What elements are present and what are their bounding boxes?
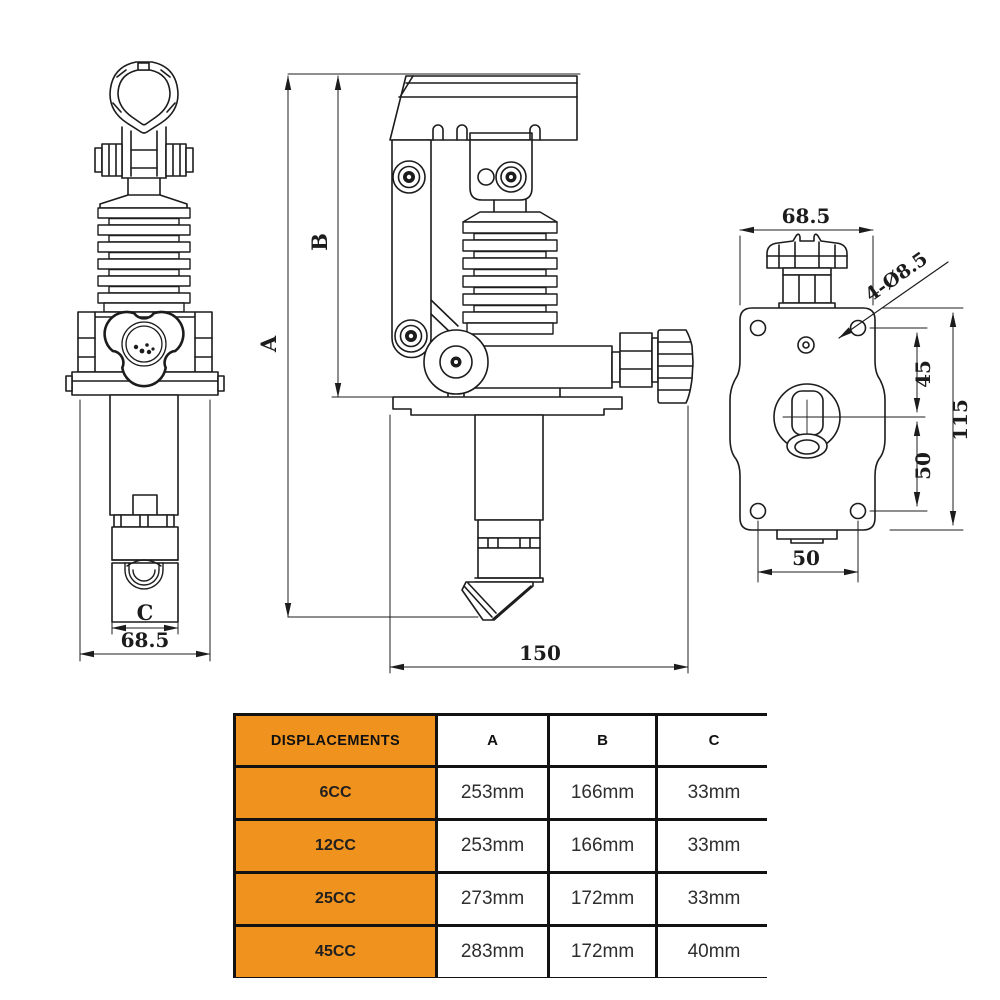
value-45cc-a: 283mm xyxy=(438,927,547,977)
front-view: C 68.5 xyxy=(65,61,225,662)
dim-hole-spacing: 50 xyxy=(792,546,820,570)
value-6cc-c: 33mm xyxy=(658,768,770,818)
dim-depth: 150 xyxy=(519,641,561,665)
displacement-table: DISPLACEMENTS A B C 6CC 253mm 166mm 33mm… xyxy=(233,713,770,978)
header-a: A xyxy=(438,716,547,765)
value-12cc-c: 33mm xyxy=(658,821,770,871)
pump-cylinder-side xyxy=(461,414,544,621)
value-25cc-a: 273mm xyxy=(438,874,547,924)
handle-eye xyxy=(109,61,179,134)
value-6cc-a: 253mm xyxy=(438,768,547,818)
clevis-bracket-side xyxy=(469,139,533,213)
bellows-side xyxy=(462,211,558,335)
clevis-bolt xyxy=(94,126,194,209)
dim-hole-to-port: 45 xyxy=(911,360,935,388)
side-dimensions: A B 150 xyxy=(256,73,689,674)
base-plate xyxy=(392,387,623,416)
header-displacements: DISPLACEMENTS xyxy=(236,716,435,765)
pump-cylinder-front xyxy=(109,394,179,623)
outlet-elbow-front xyxy=(124,559,164,590)
front-dimensions: C 68.5 xyxy=(79,399,211,662)
value-45cc-c: 40mm xyxy=(658,927,770,977)
mount-hole xyxy=(849,502,867,520)
dim-label-b: B xyxy=(307,233,332,251)
rear-wing-knob xyxy=(766,233,848,310)
value-6cc-b: 166mm xyxy=(550,768,655,818)
mount-hole xyxy=(749,502,767,520)
dim-body-height: 115 xyxy=(948,399,972,441)
outlet-elbow-side xyxy=(461,581,534,621)
rear-dimensions: 68.5 4-Ø8.5 45 50 115 50 xyxy=(739,204,972,583)
row-label-25cc: 25CC xyxy=(236,874,435,924)
rear-port xyxy=(773,383,926,459)
lever-bolts xyxy=(392,160,428,353)
value-25cc-c: 33mm xyxy=(658,874,770,924)
row-label-6cc: 6CC xyxy=(236,768,435,818)
release-knob xyxy=(103,310,185,388)
mount-hole xyxy=(749,319,767,337)
handle-plate xyxy=(389,75,578,141)
pivot-cam xyxy=(423,329,489,395)
header-b: B xyxy=(550,716,655,765)
dim-port-to-hole: 50 xyxy=(911,452,935,480)
dim-rear-width: 68.5 xyxy=(782,204,831,228)
header-c: C xyxy=(658,716,770,765)
value-12cc-a: 253mm xyxy=(438,821,547,871)
side-view: A B 150 xyxy=(256,73,694,674)
bellows-front xyxy=(97,207,191,313)
value-45cc-b: 172mm xyxy=(550,927,655,977)
technical-drawing: C 68.5 xyxy=(65,61,972,674)
lever-arm xyxy=(391,139,459,359)
dim-label-a: A xyxy=(256,335,281,353)
rear-view: 68.5 4-Ø8.5 45 50 115 50 xyxy=(729,204,972,583)
dim-label-c: C xyxy=(137,600,154,625)
dim-front-width: 68.5 xyxy=(121,628,170,652)
value-12cc-b: 166mm xyxy=(550,821,655,871)
rear-body xyxy=(729,307,926,544)
knob-marking xyxy=(133,343,155,355)
row-label-45cc: 45CC xyxy=(236,927,435,977)
pump-body-side xyxy=(467,329,694,404)
row-label-12cc: 12CC xyxy=(236,821,435,871)
value-25cc-b: 172mm xyxy=(550,874,655,924)
